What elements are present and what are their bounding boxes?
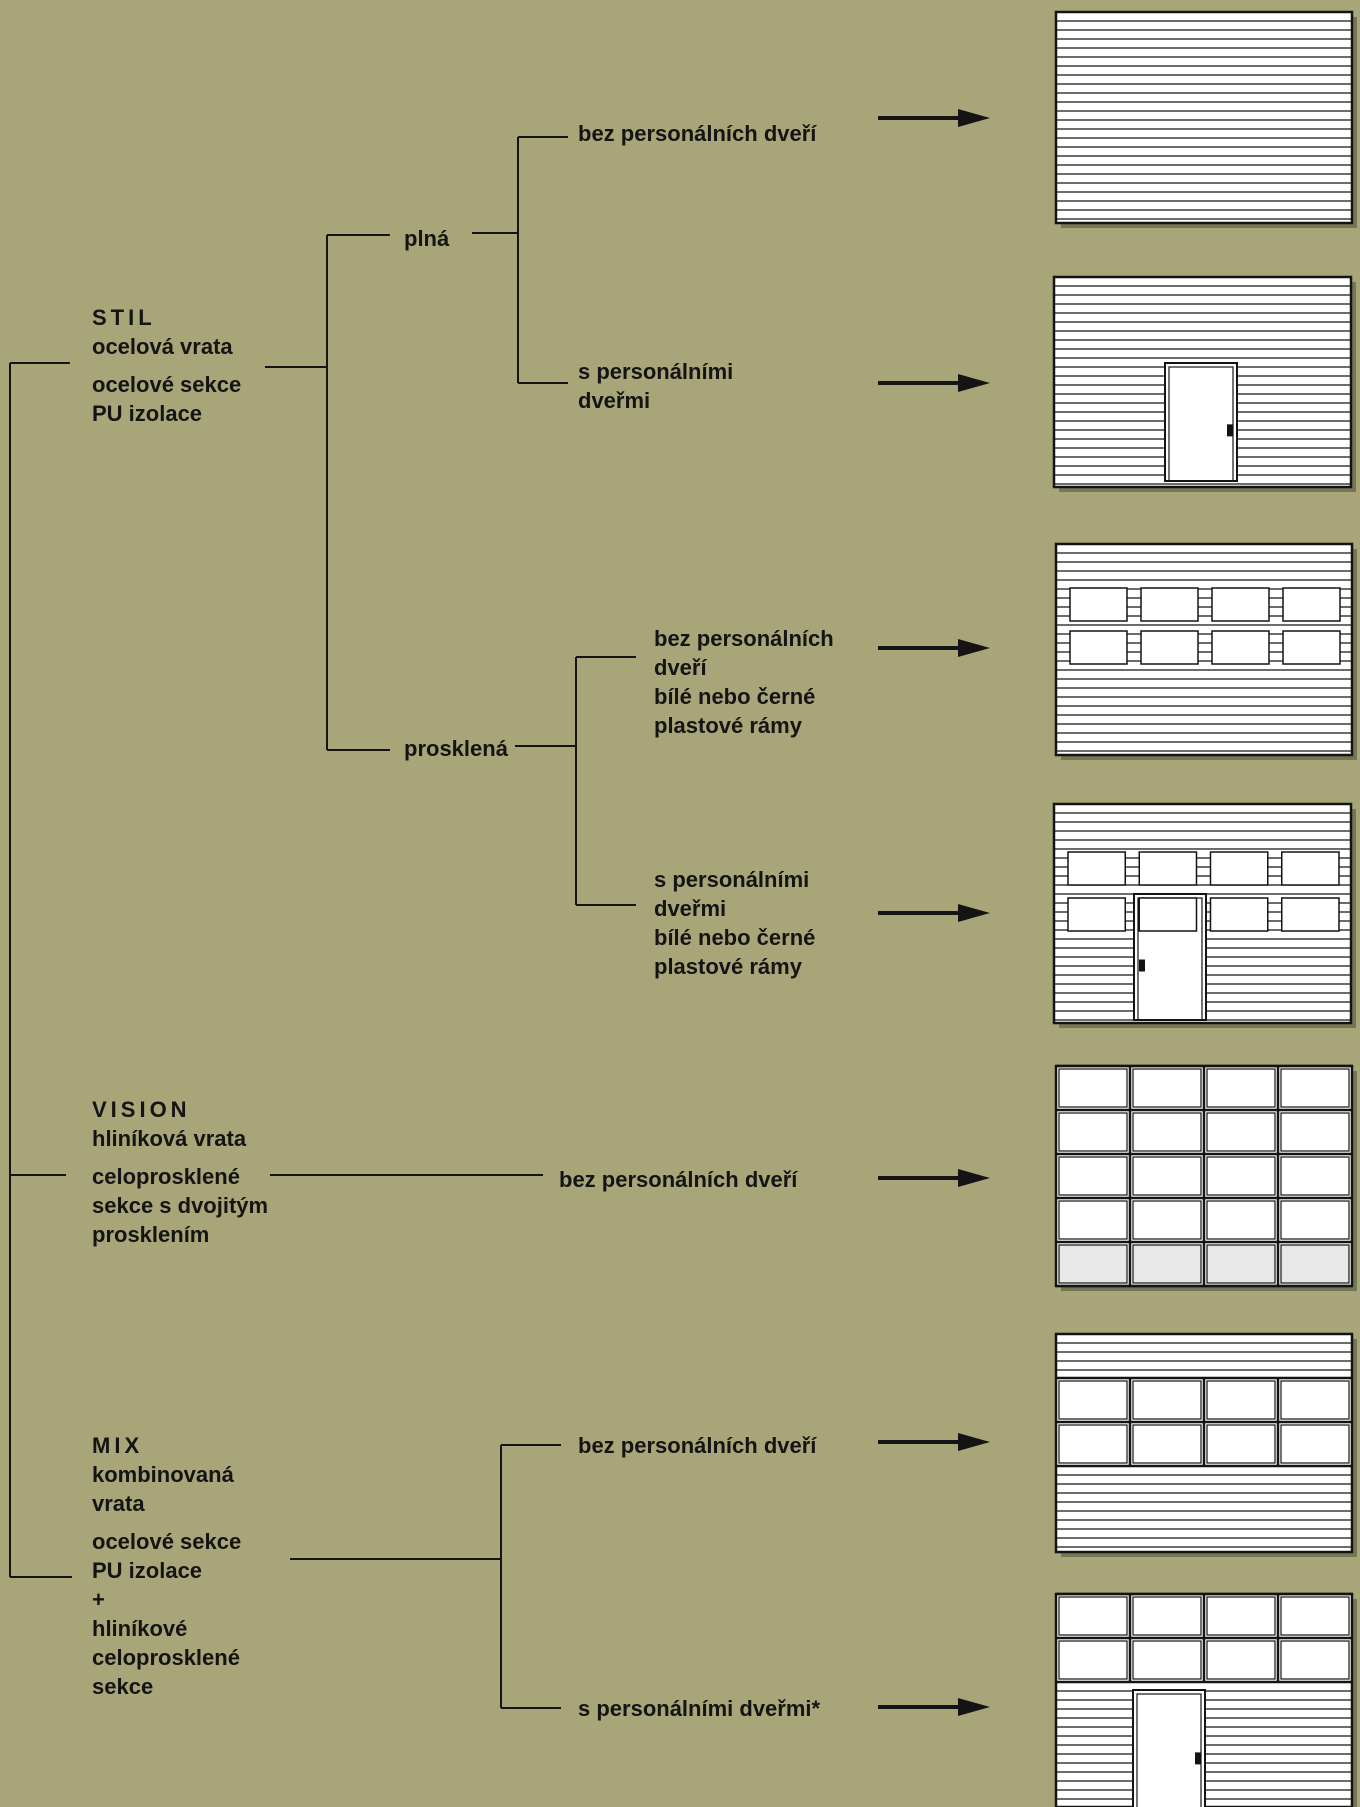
- mix-title: MIX: [92, 1433, 144, 1458]
- mix-label-group: MIX kombinovaná vrata ocelové sekce PU i…: [92, 1431, 241, 1701]
- arrow-icon: [878, 109, 990, 127]
- vision-desc-2: celoprosklené sekce s dvojitým prosklení…: [92, 1164, 269, 1247]
- leaf-stil-plna-with: s personálními dveřmi: [578, 359, 734, 413]
- arrow-icon: [878, 374, 990, 392]
- leaf-stil-prosklena-without: bez personálních dveří bílé nebo černé p…: [654, 626, 834, 738]
- door-stil-plain-icon: [1054, 10, 1357, 228]
- door-stil-plain-with-wicket-icon: [1052, 275, 1356, 492]
- leaf-mix-with: s personálními dveřmi*: [578, 1696, 821, 1721]
- door-stil-glazed-icon: [1054, 542, 1357, 760]
- stil-label-group: STIL ocelová vrata ocelové sekce PU izol…: [92, 303, 241, 428]
- leaf-stil-plna-without: bez personálních dveří: [578, 121, 817, 146]
- stil-desc-1: ocelová vrata: [92, 334, 233, 359]
- arrow-icon: [878, 1433, 990, 1451]
- arrow-icon: [878, 1698, 990, 1716]
- arrow-icon: [878, 1169, 990, 1187]
- mix-desc-2: ocelové sekce PU izolace + hliníkové cel…: [92, 1529, 242, 1699]
- mix-desc-1: kombinovaná vrata: [92, 1462, 234, 1516]
- door-mix-with-wicket-icon: [1054, 1592, 1357, 1807]
- stil-title: STIL: [92, 305, 156, 330]
- door-stil-glazed-with-wicket-icon: [1052, 802, 1356, 1028]
- stil-desc-2: ocelové sekce PU izolace: [92, 372, 242, 426]
- arrow-icon: [878, 639, 990, 657]
- leaf-mix-without: bez personálních dveří: [578, 1433, 817, 1458]
- prosklena-label: prosklená: [404, 736, 508, 761]
- plna-label: plná: [404, 226, 450, 251]
- door-mix-icon: [1054, 1332, 1357, 1557]
- vision-desc-1: hliníková vrata: [92, 1126, 247, 1151]
- leaf-vision-without: bez personálních dveří: [559, 1167, 798, 1192]
- vision-title: VISION: [92, 1097, 191, 1122]
- vision-label-group: VISION hliníková vrata celoprosklené sek…: [92, 1095, 268, 1249]
- arrow-icon: [878, 904, 990, 922]
- leaf-stil-prosklena-with: s personálními dveřmi bílé nebo černé pl…: [654, 867, 816, 979]
- door-vision-full-glass-icon: [1054, 1064, 1357, 1291]
